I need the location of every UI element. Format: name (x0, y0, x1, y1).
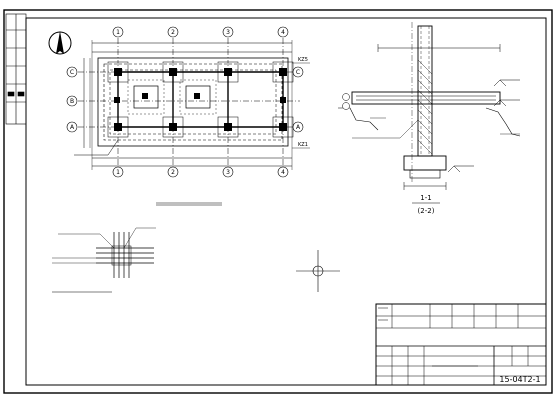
section-1-1 (338, 22, 521, 190)
plan-ref-labels: KZ5 KZ1 (292, 57, 310, 149)
grid-label-3: 3 (226, 29, 230, 36)
section-sub-label: (2-2) (418, 207, 435, 215)
ref-label-kz5: KZ5 (298, 57, 308, 63)
grid-label-a-right: A (296, 124, 301, 131)
plan-title-mark (156, 202, 222, 206)
column-footings (114, 68, 287, 131)
plan-leader-note (74, 139, 119, 156)
grid-label-1-bottom: 1 (116, 169, 120, 176)
footing-outlines (107, 61, 294, 138)
crosshair-icon (296, 250, 340, 292)
title-block-marks (378, 307, 478, 367)
rebar-joint-detail (52, 227, 156, 278)
grid-label-c: C (70, 69, 74, 76)
north-arrow-icon (48, 31, 72, 55)
grid-bubbles-right: C A (292, 66, 304, 133)
section-label: 1-1 (420, 194, 431, 202)
grid-label-c-right: C (296, 69, 300, 76)
grid-label-b: B (70, 98, 74, 105)
section-grid-bubbles (342, 93, 350, 110)
grid-label-3-bottom: 3 (226, 169, 230, 176)
section-title: 1-1 (2-2) (412, 194, 440, 215)
grid-label-2-bottom: 2 (171, 169, 175, 176)
grid-label-1: 1 (116, 29, 120, 36)
grid-label-2: 2 (171, 29, 175, 36)
sheet-inner-border (25, 17, 547, 386)
grid-bubbles-left: C B A (66, 66, 78, 133)
binding-strip (5, 13, 27, 125)
title-block (375, 303, 547, 386)
grid-label-4-bottom: 4 (281, 169, 285, 176)
sheet-outer-border (3, 9, 553, 394)
ref-label-kz1: KZ1 (298, 142, 308, 148)
grid-bubbles-bottom: 1 2 3 4 (112, 166, 289, 178)
grid-label-a: A (70, 124, 75, 131)
grid-bubbles-top: 1 2 3 4 (112, 26, 289, 38)
drawing-number: 15-04T2-1 (499, 375, 540, 384)
grid-label-4: 4 (281, 29, 285, 36)
